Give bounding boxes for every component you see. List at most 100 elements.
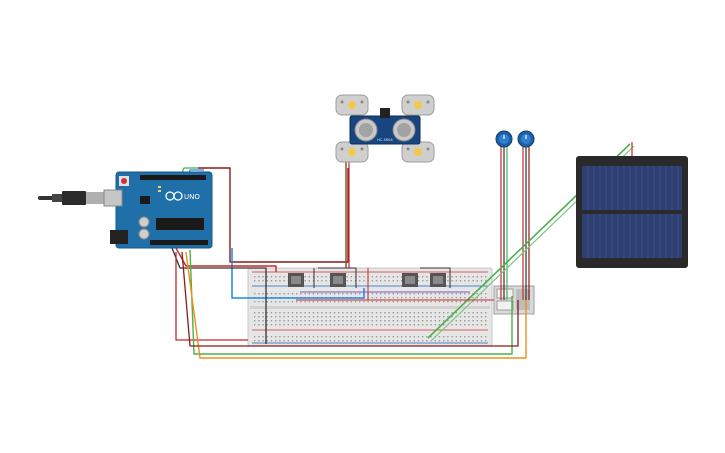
breadboard-hole [254,316,256,318]
breadboard-hole [380,336,382,338]
breadboard-hole [468,324,470,326]
breadboard-hole [333,336,336,338]
breadboard-hole [409,297,411,299]
breadboard-hole [422,336,424,338]
breadboard-hole [434,340,436,342]
dc-motor-1[interactable] [335,94,369,116]
breadboard-hole [375,276,378,278]
dc-motor-4[interactable] [401,141,435,163]
breadboard-hole [459,340,462,342]
breadboard-hole [312,340,315,342]
breadboard-hole [266,276,268,278]
wire-blue[interactable] [231,248,365,299]
push-button-3[interactable] [402,273,418,287]
breadboard-hole [472,301,474,303]
wire-dark-red-top[interactable] [198,167,349,263]
arduino-uno-board[interactable]: UNO [38,171,213,249]
breadboard-hole [422,301,424,303]
breadboard-hole [287,301,289,303]
wire-button-black-3[interactable] [420,267,451,288]
breadboard-hole [333,312,336,314]
breadboard-hole [396,324,399,326]
breadboard-hole [455,301,457,303]
breadboard-hole [426,293,428,295]
breadboard-hole [308,276,310,278]
motor-driver-module[interactable] [493,285,535,315]
breadboard-hole [447,336,449,338]
breadboard-hole [367,301,369,303]
solar-panel[interactable] [576,156,688,268]
breadboard-hole [254,301,256,303]
breadboard-hole [422,280,424,282]
breadboard-hole [266,280,268,282]
breadboard-hole [405,316,407,318]
breadboard-hole [380,316,382,318]
breadboard-hole [283,316,285,318]
breadboard-hole [396,301,399,303]
breadboard-hole [451,293,453,295]
push-buttons [288,273,446,287]
breadboard-hole [480,320,483,322]
breadboard-hole [426,340,428,342]
potentiometer-1[interactable] [495,130,513,148]
breadboard-hole [308,336,310,338]
breadboard-hole [426,316,428,318]
breadboard-hole [476,276,478,278]
breadboard-hole [312,293,315,295]
breadboard-hole [312,324,315,326]
breadboard-hole [304,320,306,322]
breadboard-hole [258,340,260,342]
breadboard-hole [464,324,466,326]
breadboard-hole [363,301,365,303]
dc-motor-3[interactable] [335,141,369,163]
breadboard-hole [367,312,369,314]
breadboard[interactable] [247,267,493,347]
breadboard-hole [468,301,470,303]
breadboard-hole [485,301,487,303]
dc-motor-2[interactable] [401,94,435,116]
breadboard-hole [468,320,470,322]
ultrasonic-sensor[interactable]: HC-SR04 [349,108,421,145]
breadboard-hole [321,312,323,314]
breadboard-hole [350,336,352,338]
breadboard-hole [384,340,386,342]
breadboard-hole [459,301,462,303]
breadboard-hole [485,293,487,295]
breadboard-hole [476,320,478,322]
wire-dark-red-long[interactable] [181,251,519,347]
usb-cable[interactable] [38,191,104,205]
breadboard-hole [434,316,436,318]
breadboard-hole [279,320,281,322]
breadboard-hole [283,312,285,314]
breadboard-hole [443,320,445,322]
breadboard-hole [346,301,348,303]
breadboard-hole [325,320,327,322]
breadboard-hole [485,336,487,338]
breadboard-hole [346,280,348,282]
push-button-1[interactable] [288,273,304,287]
breadboard-hole [338,312,340,314]
breadboard-hole [451,336,453,338]
breadboard-hole [472,276,474,278]
breadboard-hole [312,336,315,338]
breadboard-hole [380,312,382,314]
breadboard-hole [392,320,394,322]
potentiometer-2[interactable] [517,130,535,148]
wire-red-bottom[interactable] [175,252,248,341]
breadboard-hole [359,312,361,314]
breadboard-hole [254,320,256,322]
breadboard-hole [422,297,424,299]
push-button-2[interactable] [330,273,346,287]
breadboard-hole [430,336,432,338]
breadboard-hole [283,340,285,342]
breadboard-hole [333,301,336,303]
breadboard-hole [438,293,441,295]
breadboard-hole [413,293,415,295]
breadboard-hole [342,336,344,338]
breadboard-hole [317,276,319,278]
wire-orange-long[interactable] [185,251,527,359]
wire-red-power[interactable] [175,247,277,272]
push-button-4[interactable] [430,273,446,287]
wire-button-black-2[interactable] [318,267,357,288]
breadboard-hole [275,301,277,303]
